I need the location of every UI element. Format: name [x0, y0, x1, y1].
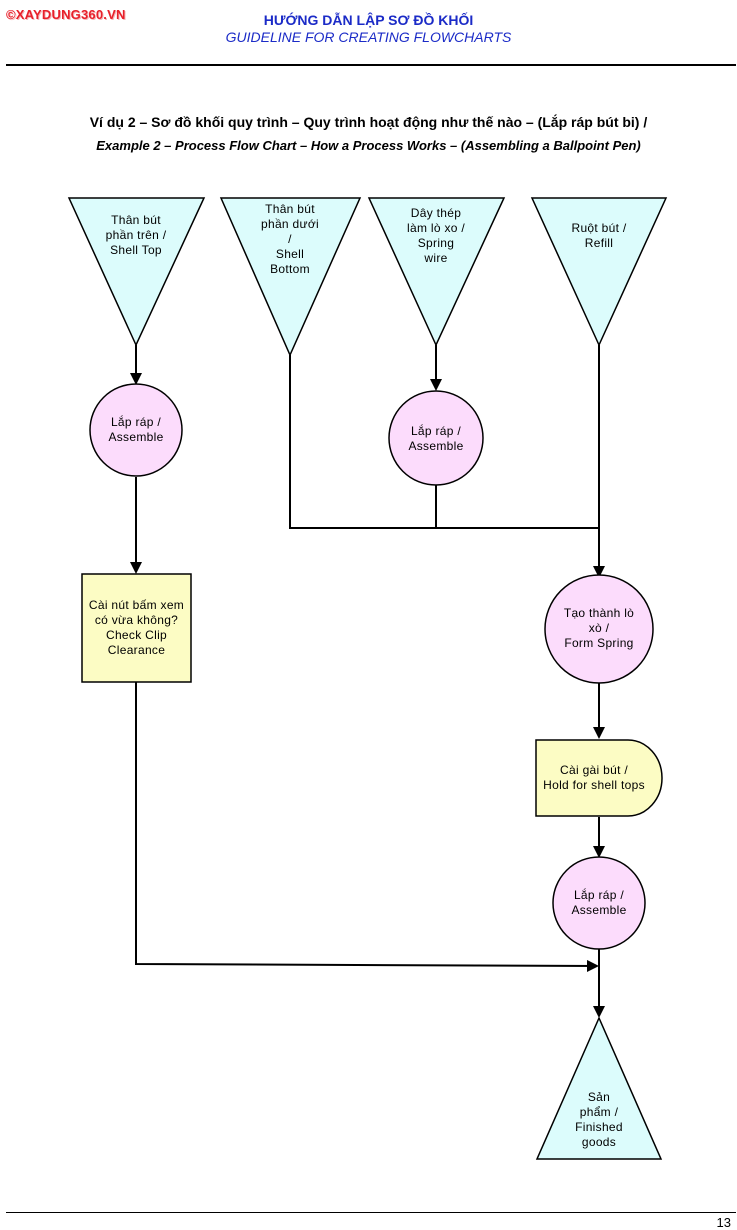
node-refill-triangle	[530, 197, 668, 347]
header-title-vi: HƯỚNG DẪN LẬP SƠ ĐỒ KHỐI	[263, 12, 474, 28]
node-shell-top-triangle	[67, 197, 206, 347]
example-title-en: Example 2 – Process Flow Chart – How a P…	[96, 138, 641, 153]
label-shell-bottom: Thân bút phần dưới / Shell Bottom	[261, 202, 319, 276]
site-logo: ©XAYDUNG360.VN	[6, 7, 126, 22]
example-title-vi: Ví dụ 2 – Sơ đồ khối quy trình – Quy trì…	[89, 114, 648, 130]
node-form-spring-circle	[544, 574, 654, 684]
node-hold-delay-shape	[535, 739, 663, 817]
label-finished-goods: Sản phẩm / Finished goods	[575, 1090, 623, 1149]
header-title-en: GUIDELINE FOR CREATING FLOWCHARTS	[225, 29, 512, 45]
label-refill: Ruột bút / Refill	[571, 221, 627, 250]
node-assemble-2-circle	[388, 390, 484, 486]
header-rule	[6, 64, 736, 66]
footer-rule	[6, 1212, 736, 1213]
label-spring-wire: Dây thép làm lò xo / Spring wire	[407, 206, 465, 265]
label-assemble-3: Lắp ráp / Assemble	[571, 888, 627, 917]
label-check-clip: Cài nút bấm xem có vừa không? Check Clip…	[88, 598, 185, 657]
label-form-spring: Tạo thành lò xò / Form Spring	[563, 606, 635, 650]
label-assemble-1: Lắp ráp / Assemble	[108, 415, 164, 444]
node-check-clip-box	[81, 573, 192, 683]
line-shellbottom-join	[289, 355, 599, 529]
label-shell-top: Thân bút phần trên / Shell Top	[105, 213, 167, 257]
label-hold-shell: Cài gài bút / Hold for shell tops	[543, 763, 645, 792]
node-shell-bottom-triangle	[219, 197, 362, 357]
label-assemble-2: Lắp ráp / Assemble	[408, 424, 464, 453]
node-assemble-3-circle	[552, 856, 646, 950]
connector-lines	[130, 345, 605, 1018]
node-assemble-1-circle	[89, 383, 183, 477]
page-number: 13	[716, 1215, 731, 1230]
arrow-check-merge	[135, 682, 599, 972]
node-finished-triangle	[535, 1016, 663, 1160]
node-spring-wire-triangle	[367, 197, 506, 347]
